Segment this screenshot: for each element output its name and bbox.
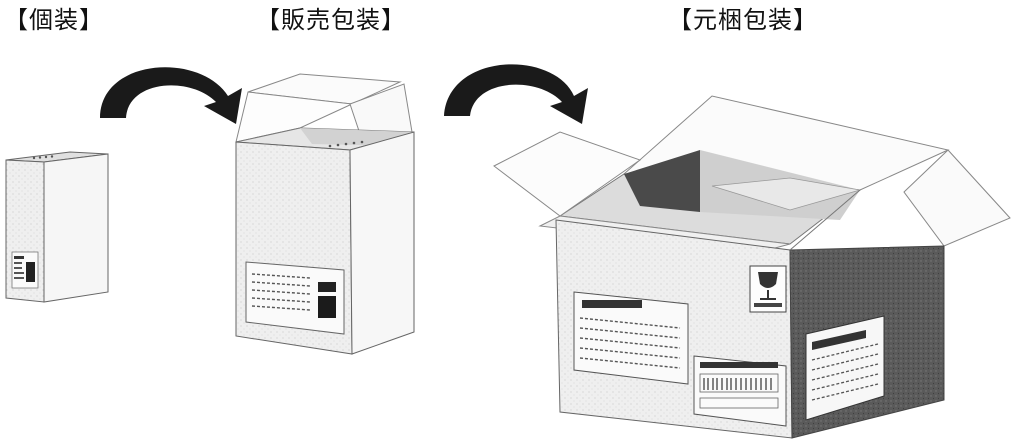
retail-box: [235, 73, 415, 355]
barcode-icon: [245, 261, 345, 335]
curved-arrow-icon: [444, 64, 588, 124]
barcode-icon: [805, 315, 885, 421]
label-individual-packaging: 【個装】: [4, 6, 104, 34]
barcode-icon: [11, 251, 39, 289]
master-carton-box: [493, 95, 1011, 439]
fragile-glass-icon: [749, 265, 787, 313]
label-retail-packaging: 【販売包装】: [256, 6, 406, 34]
label-master-carton: 【元梱包装】: [668, 6, 818, 34]
barcode-icon: [573, 291, 689, 385]
curved-arrow-icon: [100, 67, 242, 124]
individual-box: [5, 151, 109, 303]
barcode-icon: [693, 355, 787, 427]
